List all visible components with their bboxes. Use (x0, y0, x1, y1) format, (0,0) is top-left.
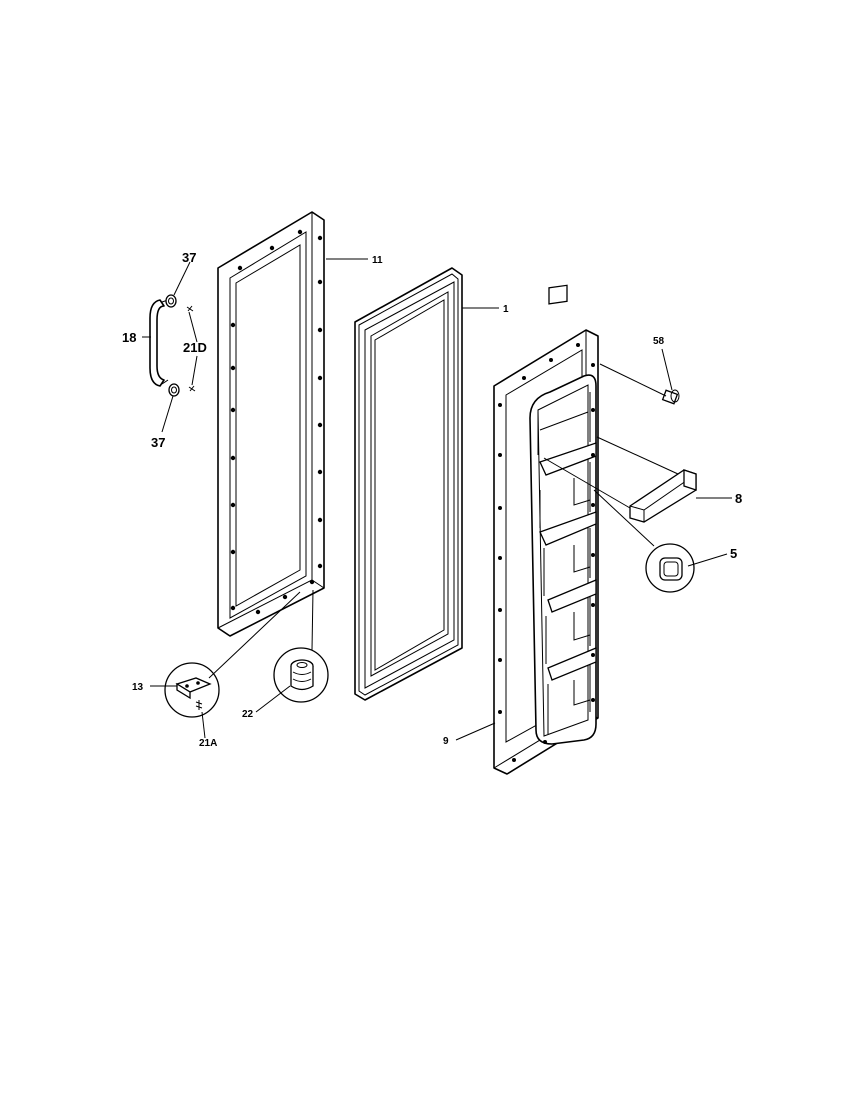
callout-labels: 37 18 21D 37 11 1 58 8 5 13 21A 22 9 (122, 250, 742, 749)
callout-21d: 21D (183, 340, 207, 355)
screw-part-58 (661, 389, 680, 405)
callout-18: 18 (122, 330, 136, 345)
shelf-clip-part-5 (645, 543, 695, 593)
callout-13: 13 (132, 682, 144, 693)
hinge-bracket-part-13 (164, 662, 220, 718)
callout-8: 8 (735, 491, 742, 506)
callout-9: 9 (443, 736, 449, 747)
door-liner-part-9 (493, 284, 599, 775)
callout-22: 22 (242, 709, 254, 720)
callout-37-bottom: 37 (151, 435, 165, 450)
callout-21a: 21A (199, 738, 217, 749)
screw-part-21d (186, 305, 196, 392)
callout-11: 11 (372, 255, 383, 266)
callout-37-top: 37 (182, 250, 196, 265)
leader-lines (142, 258, 732, 741)
callout-5: 5 (730, 546, 737, 561)
door-frame-part-11 (217, 211, 325, 637)
callout-58: 58 (653, 336, 665, 347)
shelf-rail-part-8 (629, 469, 697, 523)
handle-end-cap-part-37-top (165, 294, 177, 308)
door-handle-part-18 (149, 299, 169, 387)
handle-end-cap-part-37-bottom (168, 383, 180, 397)
door-gasket-part-1 (354, 267, 463, 701)
screw-part-21a (195, 700, 203, 710)
callout-1: 1 (503, 304, 509, 315)
hinge-bushing-part-22 (273, 647, 329, 703)
